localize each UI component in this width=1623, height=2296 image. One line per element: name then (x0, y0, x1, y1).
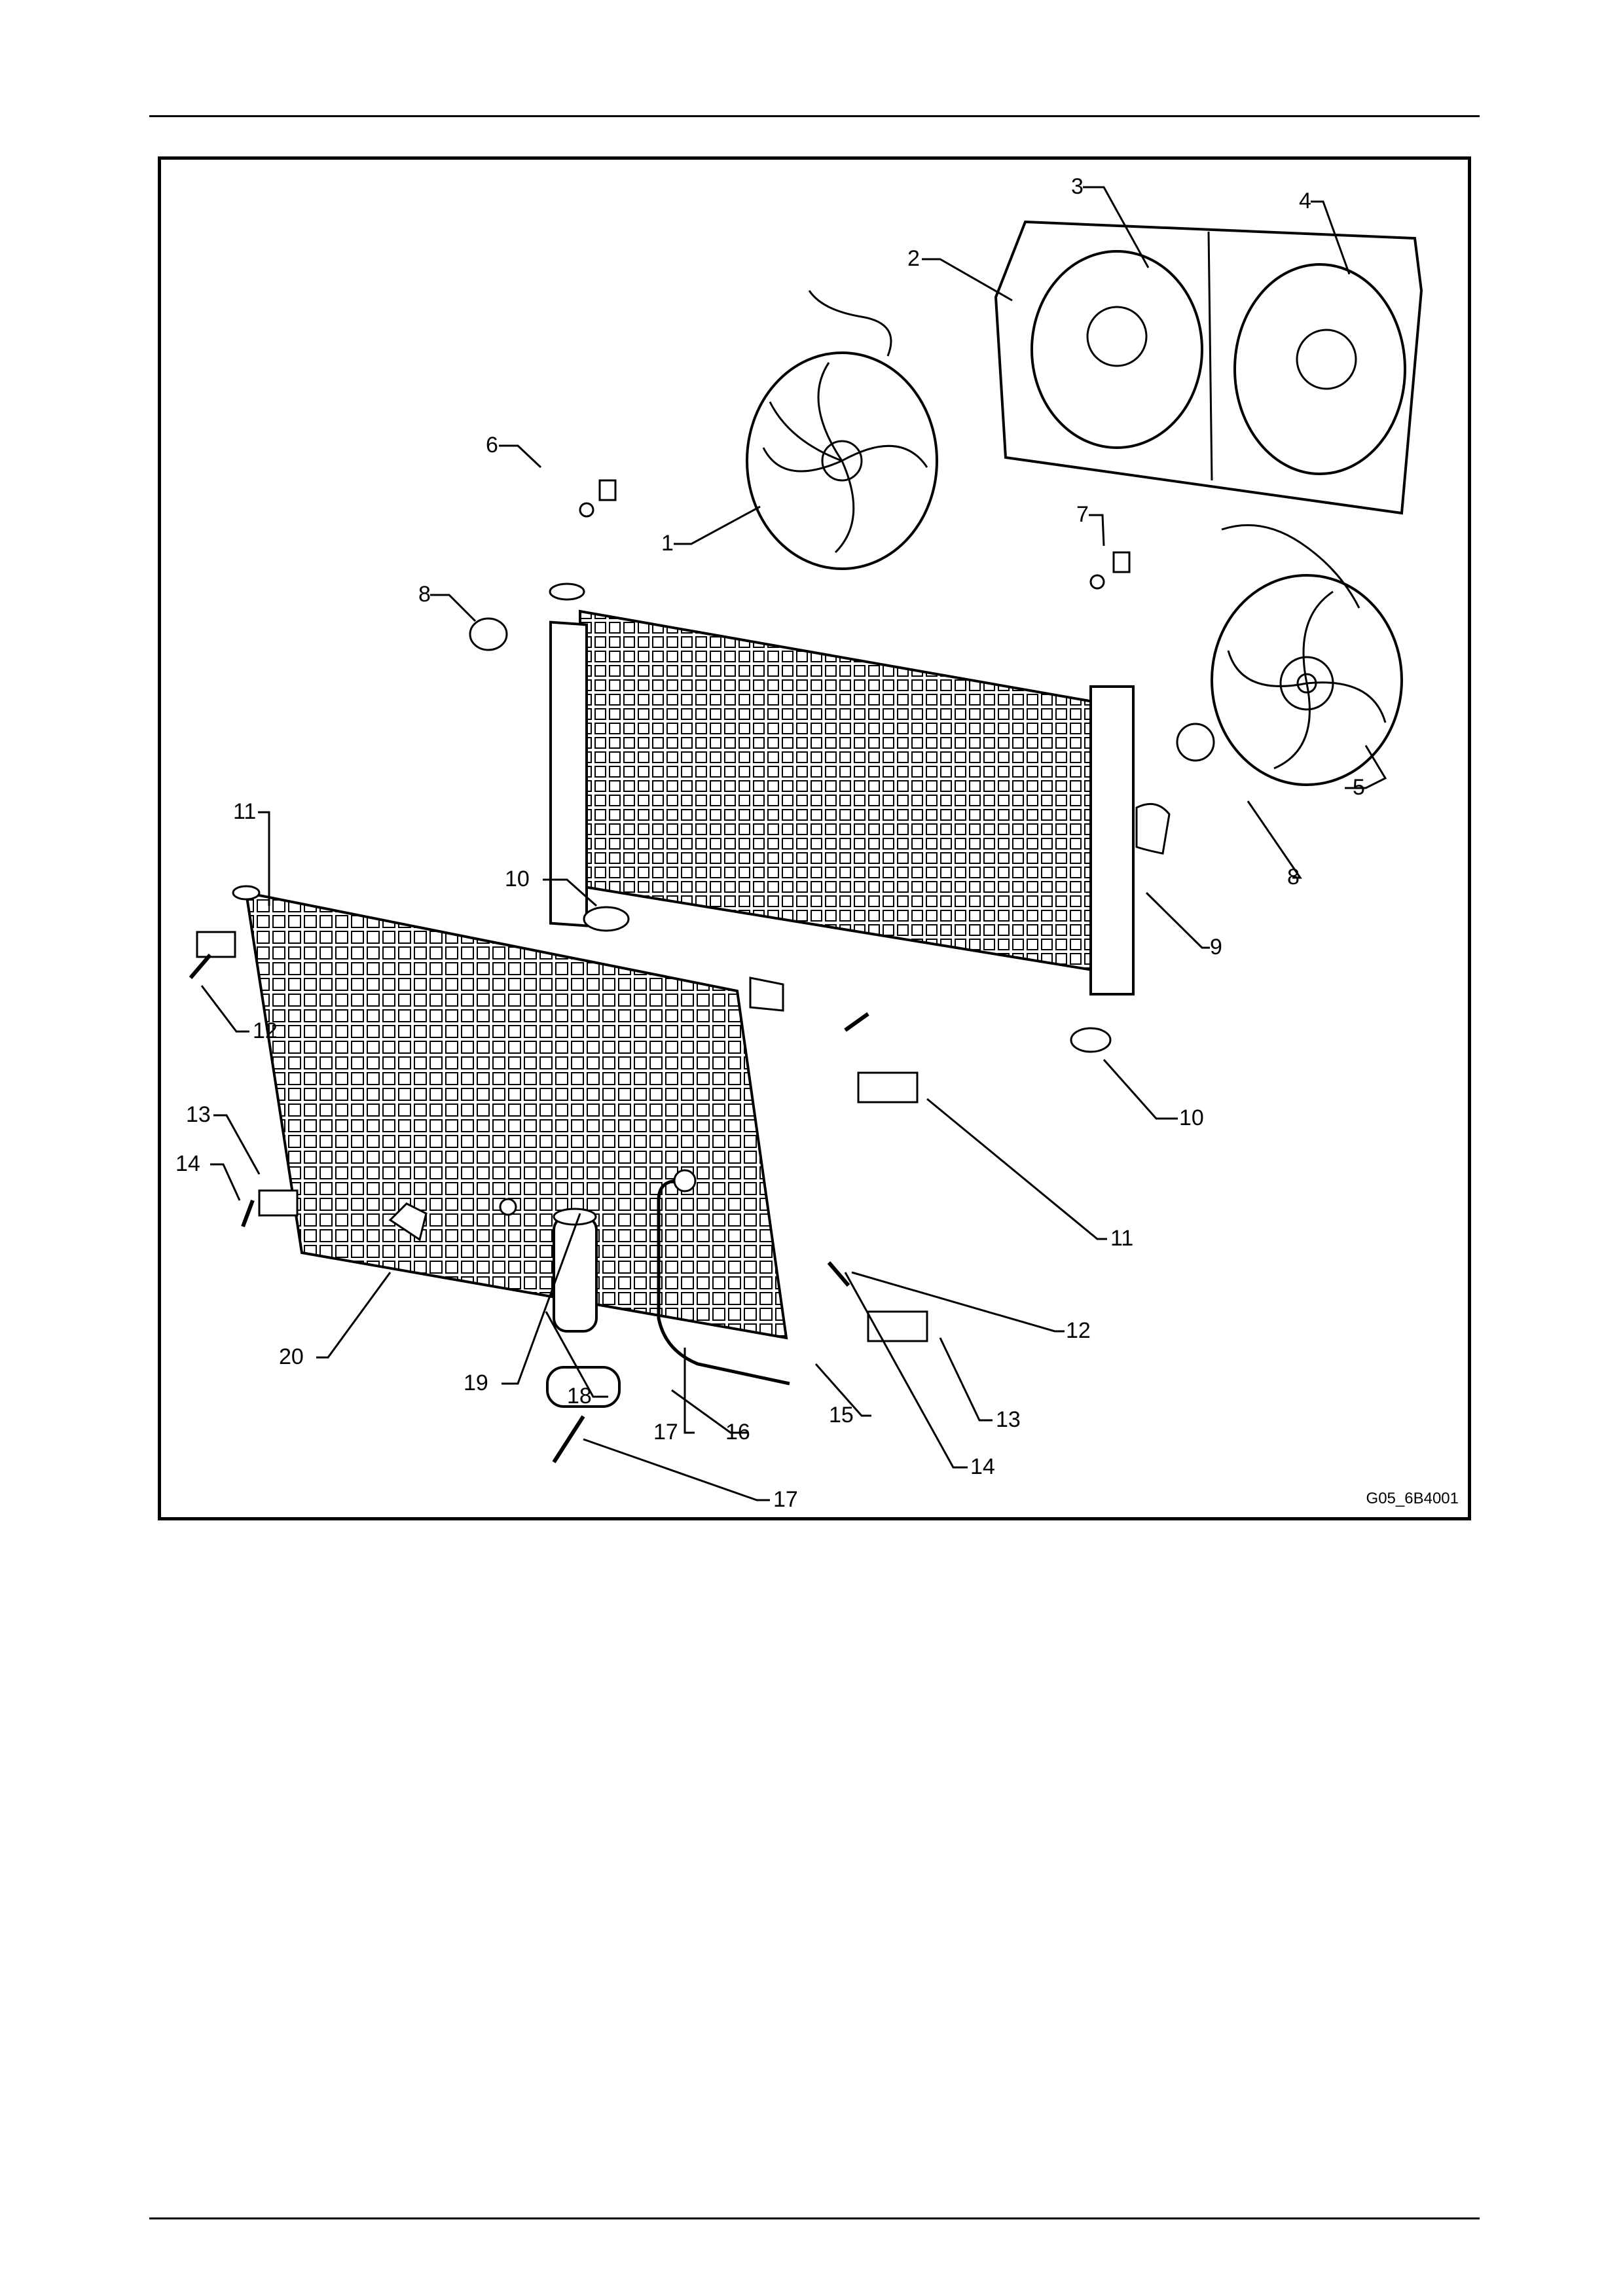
footer-rule (149, 2217, 1480, 2219)
callout-19: 19 (464, 1371, 488, 1395)
callout-15: 15 (829, 1403, 854, 1427)
fan-cowl (996, 222, 1421, 513)
callout-8a: 8 (418, 582, 431, 607)
fan-motor-1 (747, 291, 937, 569)
callout-11b: 11 (1110, 1226, 1133, 1251)
fan-motor-5 (1212, 525, 1402, 785)
callout-6: 6 (486, 433, 498, 457)
callout-10a: 10 (505, 867, 530, 891)
radiator (550, 584, 1169, 994)
callout-14a: 14 (175, 1151, 200, 1176)
callout-13b: 13 (996, 1407, 1021, 1432)
callout-7: 7 (1076, 502, 1089, 527)
condenser (233, 886, 790, 1384)
callout-12b: 12 (1066, 1318, 1091, 1343)
header-rule (149, 115, 1480, 117)
callout-10b: 10 (1179, 1105, 1204, 1130)
callout-1: 1 (661, 531, 674, 556)
callout-18: 18 (567, 1384, 592, 1408)
callout-17b: 17 (773, 1487, 798, 1512)
callout-17: 17 (653, 1420, 678, 1444)
callout-4: 4 (1299, 188, 1311, 213)
callout-3: 3 (1071, 174, 1084, 199)
callout-11a: 11 (233, 799, 256, 824)
figure-code: G05_6B4001 (1366, 1490, 1459, 1508)
callout-14b: 14 (970, 1454, 995, 1479)
callout-2: 2 (907, 246, 920, 271)
callout-16: 16 (725, 1420, 750, 1444)
callout-8b: 8 (1287, 865, 1300, 889)
callout-13a: 13 (186, 1102, 211, 1127)
callout-12a: 12 (253, 1018, 278, 1043)
exploded-view-diagram: 3 4 2 5 6 7 1 8 8 9 10 10 11 11 12 12 13… (161, 160, 1468, 1517)
figure-frame: 3 4 2 5 6 7 1 8 8 9 10 10 11 11 12 12 13… (158, 156, 1471, 1520)
callout-5: 5 (1353, 775, 1365, 800)
callout-20: 20 (279, 1344, 304, 1369)
callout-9: 9 (1210, 935, 1222, 960)
